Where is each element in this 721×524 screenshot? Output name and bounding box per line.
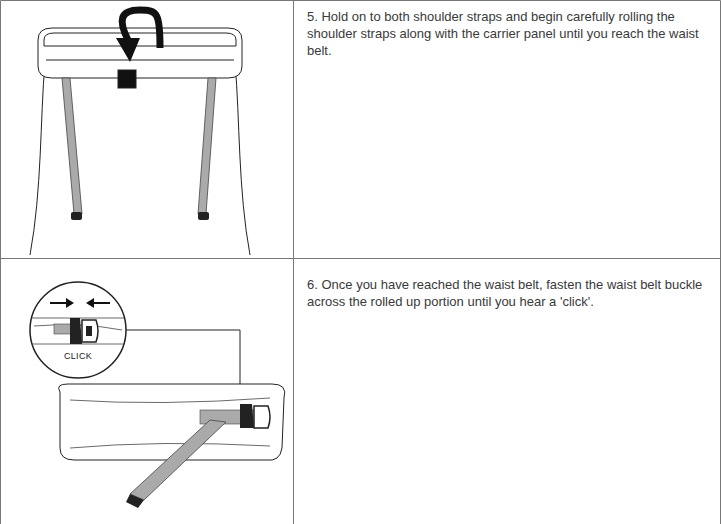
step-instruction: 5. Hold on to both shoulder straps and b… [307, 8, 707, 59]
waist-belt [59, 384, 285, 508]
roll-arrow [116, 10, 160, 62]
click-label: CLICK [62, 351, 94, 361]
carrier-panel [30, 28, 250, 255]
buckle-magnifier [30, 282, 126, 378]
step-instruction: 6. Once you have reached the waist belt,… [307, 276, 707, 310]
shoulder-straps [62, 78, 216, 220]
